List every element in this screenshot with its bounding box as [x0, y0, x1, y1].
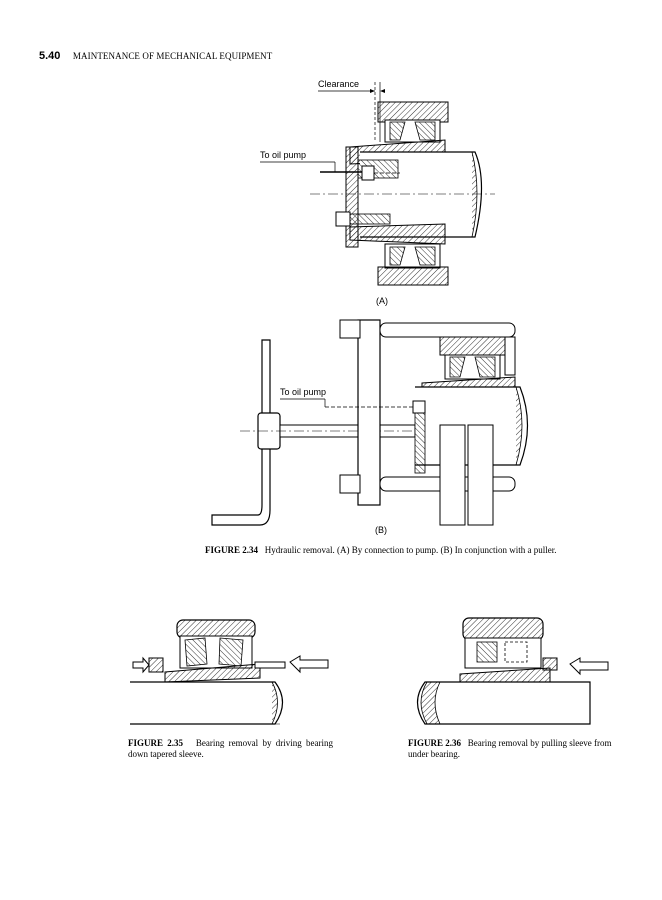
caption-label-2-36: FIGURE 2.36 [408, 738, 462, 748]
page-header: 5.40 MAINTENANCE OF MECHANICAL EQUIPMENT [39, 50, 272, 62]
caption-figure-2-34: FIGURE 2.34 Hydraulic removal. (A) By co… [205, 545, 575, 556]
running-title: MAINTENANCE OF MECHANICAL EQUIPMENT [72, 51, 273, 61]
to-oil-pump-label-b: To oil pump [280, 387, 326, 397]
caption-text-2-35: Bearing removal by driving bearing down … [128, 738, 334, 759]
clearance-label: Clearance [318, 79, 359, 89]
caption-text-2-36: Bearing removal by pulling sleeve from u… [408, 738, 612, 759]
caption-figure-2-35: FIGURE 2.35 Bearing removal by driving b… [128, 738, 333, 760]
sublabel-b: (B) [375, 525, 387, 535]
figure-2-35-drawing [125, 612, 340, 727]
to-oil-pump-label-a: To oil pump [260, 150, 306, 160]
figure-2-34b-drawing: To oil pump (B) [200, 315, 540, 540]
caption-label-2-34: FIGURE 2.34 [205, 545, 259, 555]
caption-label-2-35: FIGURE 2.35 [128, 738, 184, 748]
figure-2-34a-drawing: Clearance To oil pump [250, 72, 500, 312]
figure-2-36-drawing [405, 612, 620, 727]
caption-text-2-34: Hydraulic removal. (A) By connection to … [264, 545, 557, 555]
page-number: 5.40 [39, 50, 61, 62]
caption-figure-2-36: FIGURE 2.36 Bearing removal by pulling s… [408, 738, 618, 760]
sublabel-a: (A) [376, 296, 388, 306]
